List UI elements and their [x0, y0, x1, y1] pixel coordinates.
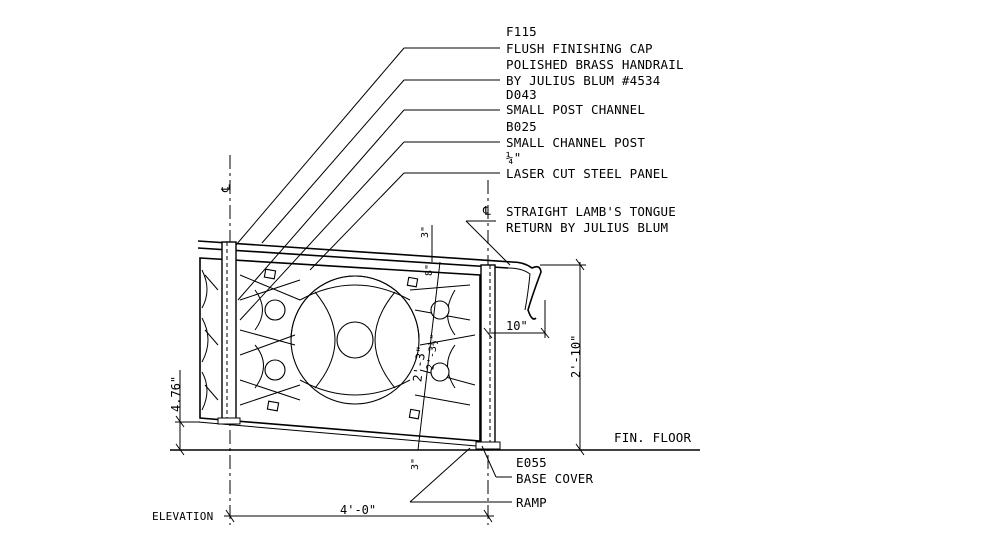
dim-return: 10": [506, 319, 528, 333]
label-e055: E055: [516, 455, 547, 470]
right-base-cover: [475, 441, 501, 450]
lambs-tongue-return-inner: [507, 267, 531, 311]
label-f115: F115: [506, 24, 537, 39]
label-elevation: ELEVATION: [152, 510, 213, 523]
laser-cut-pattern: [201, 268, 476, 420]
label-flush-finishing-cap: FLUSH FINISHING CAP: [506, 41, 653, 56]
label-quarter-inch: ¼": [506, 150, 521, 165]
dim-height: 2'-10": [569, 335, 583, 378]
label-d043: D043: [506, 87, 537, 102]
dim-panel-height: 2'-3": [410, 345, 428, 383]
centerline-symbol-right: ℄: [482, 204, 491, 218]
ramp-line: [197, 421, 489, 448]
dim-top-gap2: 8": [424, 264, 435, 276]
handrail-top: [197, 240, 513, 263]
dim-bottom-gap: 3": [410, 458, 421, 470]
leader-lines: [235, 47, 512, 503]
label-lambs-tongue-2: RETURN BY JULIUS BLUM: [506, 220, 668, 235]
label-lambs-tongue-1: STRAIGHT LAMB'S TONGUE: [506, 204, 676, 219]
dimension-lines: [175, 225, 586, 523]
label-handrail: POLISHED BRASS HANDRAIL: [506, 57, 684, 72]
label-small-channel-post: SMALL CHANNEL POST: [506, 135, 645, 150]
centerline-symbol-left: ℄: [219, 184, 233, 193]
handrail-bottom: [197, 247, 509, 269]
right-channel-post: [480, 264, 496, 448]
laser-cut-panel-outline: [199, 257, 481, 442]
label-laser-cut-panel: LASER CUT STEEL PANEL: [506, 166, 668, 181]
label-handrail-by: BY JULIUS BLUM #4534: [506, 73, 661, 88]
dim-panel-height-alt: 2'-3½": [424, 333, 440, 370]
left-channel-post: [221, 241, 237, 423]
label-small-post-channel: SMALL POST CHANNEL: [506, 102, 645, 117]
dim-left-rise: 4.76": [169, 376, 183, 412]
dim-top-gap: 3": [420, 226, 431, 238]
left-base-cover: [217, 417, 241, 425]
lambs-tongue-return: [511, 261, 542, 320]
label-b025: B025: [506, 119, 537, 134]
dim-width: 4'-0": [340, 503, 376, 517]
label-ramp: RAMP: [516, 495, 547, 510]
label-fin-floor: FIN. FLOOR: [614, 430, 692, 445]
label-base-cover: BASE COVER: [516, 471, 594, 486]
